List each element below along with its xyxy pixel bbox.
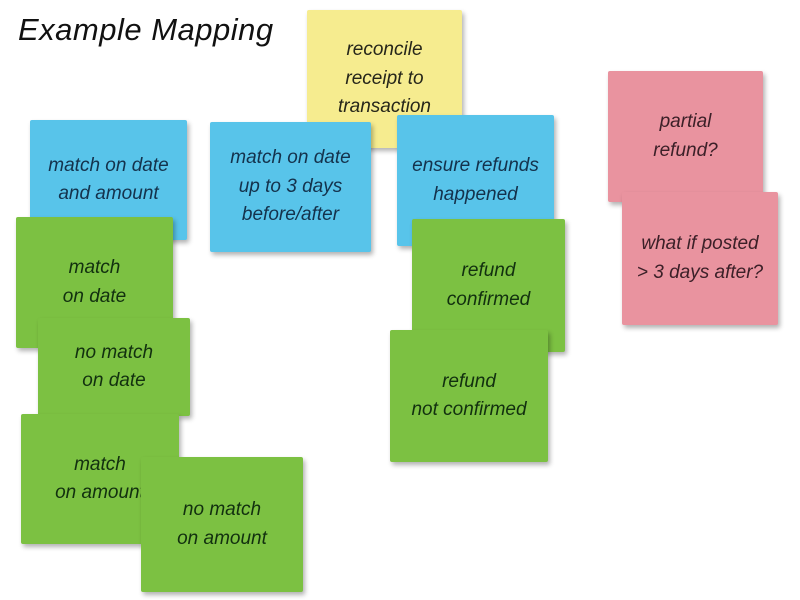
sticky-note-text: refund confirmed	[446, 260, 531, 310]
sticky-note-what-if-posted-3-days-after: what if posted > 3 days after?	[622, 192, 778, 325]
sticky-note-text: match on amount	[55, 453, 145, 504]
sticky-note-text: reconcile receipt to transaction	[338, 39, 431, 118]
page-title: Example Mapping	[18, 12, 274, 47]
sticky-note-refund-confirmed: refund confirmed	[412, 219, 565, 352]
sticky-note-text: match on date and amount	[48, 154, 169, 205]
sticky-note-text: match on date	[62, 257, 127, 307]
sticky-note-text: no match on amount	[177, 499, 267, 549]
sticky-note-text: refund not confirmed	[411, 370, 527, 421]
sticky-note-partial-refund: partial refund?	[608, 71, 763, 202]
sticky-note-refund-not-confirmed: refund not confirmed	[390, 330, 548, 462]
sticky-note-text: match on date up to 3 days before/after	[230, 147, 351, 226]
sticky-note-no-match-on-date: no match on date	[38, 318, 190, 416]
sticky-note-text: partial refund?	[653, 111, 718, 161]
sticky-note-no-match-on-amount: no match on amount	[141, 457, 303, 592]
sticky-note-text: ensure refunds happened	[412, 155, 539, 205]
sticky-note-text: what if posted > 3 days after?	[636, 233, 764, 283]
sticky-note-match-on-date-up-to-3-days: match on date up to 3 days before/after	[210, 122, 371, 252]
sticky-note-text: no match on date	[74, 341, 154, 392]
